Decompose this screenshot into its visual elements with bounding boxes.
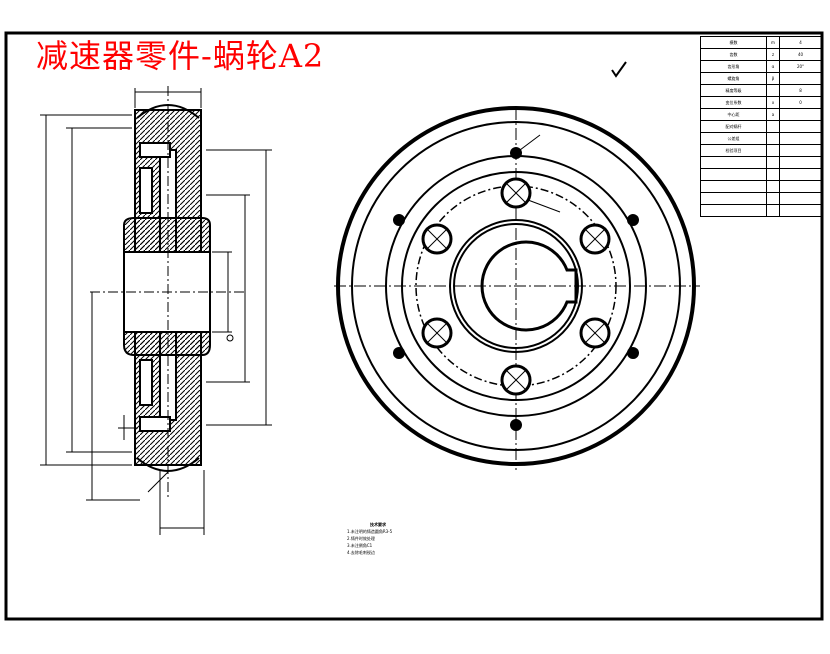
spec-symbol — [766, 180, 780, 193]
note-line: 3.未注倒角C1 — [347, 543, 373, 548]
drawing-frame — [4, 31, 824, 621]
spec-symbol — [766, 120, 780, 133]
spec-value — [779, 192, 822, 205]
spec-name: 齿数 — [700, 48, 767, 61]
spec-symbol: m — [766, 36, 780, 49]
spec-name — [700, 156, 767, 169]
spec-name: 模数 — [700, 36, 767, 49]
spec-symbol: a — [766, 108, 780, 121]
spec-name — [700, 180, 767, 193]
dimension-lines-right — [206, 149, 272, 426]
spec-name — [700, 168, 767, 181]
spec-name: 配对蜗杆 — [700, 120, 767, 133]
front-view-centerlines — [334, 108, 700, 470]
spec-name: 中心距 — [700, 108, 767, 121]
note-line: 4.去除毛刺锐边 — [347, 550, 375, 555]
spec-symbol: z — [766, 48, 780, 61]
spec-value — [779, 132, 822, 145]
spec-symbol: x — [766, 96, 780, 109]
section-view — [123, 104, 211, 472]
spec-name: 精度等级 — [700, 84, 767, 97]
spec-name: 变位系数 — [700, 96, 767, 109]
hole-crosses — [425, 181, 607, 392]
spec-symbol — [766, 168, 780, 181]
spec-value — [779, 204, 822, 217]
table-row: 精度等级 8 — [700, 84, 822, 97]
spec-symbol — [766, 144, 780, 157]
drawing-title: 减速器零件-蜗轮A2 — [36, 37, 325, 75]
technical-notes: 技术要求 1.未注明的铸造圆角R3-5 2.铸件时效处理 3.未注倒角C1 4.… — [347, 521, 409, 556]
spec-symbol — [766, 192, 780, 205]
table-row: 公差组 — [700, 132, 822, 145]
spec-value: 4 — [779, 36, 822, 49]
spec-name: 螺旋角 — [700, 72, 767, 85]
table-row — [700, 192, 822, 205]
spec-value — [779, 180, 822, 193]
spec-value — [779, 120, 822, 133]
spec-symbol — [766, 84, 780, 97]
leader-lines — [515, 134, 561, 213]
note-line: 2.铸件时效处理 — [347, 536, 375, 541]
spec-value — [779, 108, 822, 121]
spec-symbol — [766, 132, 780, 145]
table-row: 检验项目 — [700, 144, 822, 157]
table-row — [700, 168, 822, 181]
bolt-holes — [393, 147, 639, 431]
notes-heading: 技术要求 — [370, 522, 386, 527]
spec-symbol: β — [766, 72, 780, 85]
section-callouts — [118, 334, 234, 493]
spec-value — [779, 72, 822, 85]
spec-value: 20° — [779, 60, 822, 73]
spec-name — [700, 204, 767, 217]
spec-name: 齿形角 — [700, 60, 767, 73]
spec-value: 0 — [779, 96, 822, 109]
table-row — [700, 180, 822, 193]
spec-name: 公差组 — [700, 132, 767, 145]
spec-value — [779, 156, 822, 169]
note-line: 1.未注明的铸造圆角R3-5 — [347, 529, 393, 534]
roughness-symbol — [611, 61, 627, 78]
table-row: 配对蜗杆 — [700, 120, 822, 133]
spec-value: 40 — [779, 48, 822, 61]
spec-name: 检验项目 — [700, 144, 767, 157]
spec-name — [700, 192, 767, 205]
spec-value: 8 — [779, 84, 822, 97]
spec-value — [779, 144, 822, 157]
spec-value — [779, 168, 822, 181]
spec-symbol — [766, 156, 780, 169]
spec-symbol: α — [766, 60, 780, 73]
table-row — [700, 156, 822, 169]
section-centerline — [90, 86, 245, 500]
spec-symbol — [766, 204, 780, 217]
dimension-lines-left — [40, 88, 205, 535]
table-row — [700, 204, 822, 217]
